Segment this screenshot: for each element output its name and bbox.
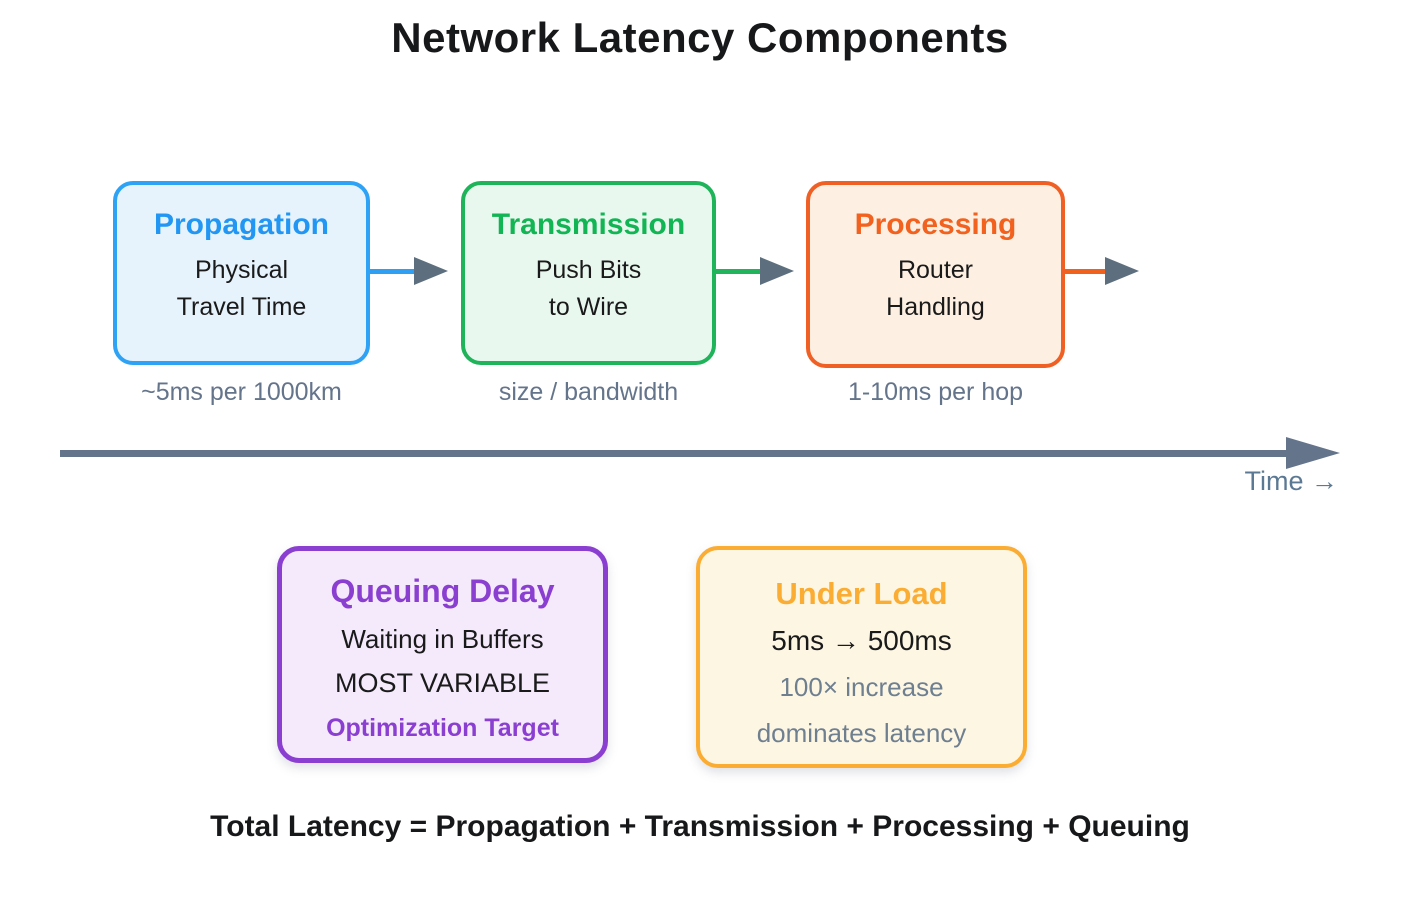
queuing-delay-footer: Optimization Target (326, 714, 559, 742)
propagation-box: Propagation Physical Travel Time (113, 181, 370, 365)
page-title: Network Latency Components (391, 14, 1009, 61)
arrow-transmission-to-processing-line (716, 269, 764, 274)
arrow-transmission-to-processing-icon (760, 257, 794, 285)
queuing-delay-title: Queuing Delay (330, 573, 555, 609)
under-load-box: Under Load 5ms → 500ms 100× increase dom… (696, 546, 1027, 768)
queuing-delay-box: Queuing Delay Waiting in Buffers MOST VA… (277, 546, 608, 763)
transmission-box-title: Transmission (491, 208, 686, 241)
propagation-box-title: Propagation (153, 208, 329, 241)
total-latency-formula: Total Latency = Propagation + Transmissi… (210, 810, 1190, 843)
processing-caption: 1-10ms per hop (847, 378, 1024, 406)
arrow-processing-out-line (1065, 269, 1109, 274)
under-load-line1: 5ms → 500ms (771, 625, 952, 656)
processing-box-body-line2: Handling (886, 293, 985, 321)
processing-box-title: Processing (854, 208, 1017, 241)
arrow-propagation-to-transmission-line (370, 269, 418, 274)
transmission-box-body-line2: to Wire (548, 293, 629, 321)
timeline-label: Time → (1244, 466, 1339, 496)
transmission-box: Transmission Push Bits to Wire (461, 181, 716, 365)
processing-box: Processing Router Handling (806, 181, 1065, 368)
propagation-caption: ~5ms per 1000km (141, 378, 342, 406)
transmission-caption: size / bandwidth (498, 378, 679, 406)
queuing-delay-line1: Waiting in Buffers (341, 624, 544, 654)
under-load-title: Under Load (775, 576, 948, 611)
propagation-box-body-line1: Physical (194, 256, 289, 284)
propagation-box-body-line2: Travel Time (176, 293, 307, 321)
processing-box-body-line1: Router (897, 256, 974, 284)
arrow-processing-out-icon (1105, 257, 1139, 285)
timeline-arrow-icon (1286, 437, 1340, 469)
transmission-box-body-line1: Push Bits (535, 256, 642, 284)
timeline-axis (60, 450, 1288, 457)
arrow-propagation-to-transmission-icon (414, 257, 448, 285)
queuing-delay-line2: MOST VARIABLE (334, 668, 551, 698)
under-load-line2: 100× increase (779, 672, 944, 702)
under-load-line3: dominates latency (756, 718, 967, 748)
